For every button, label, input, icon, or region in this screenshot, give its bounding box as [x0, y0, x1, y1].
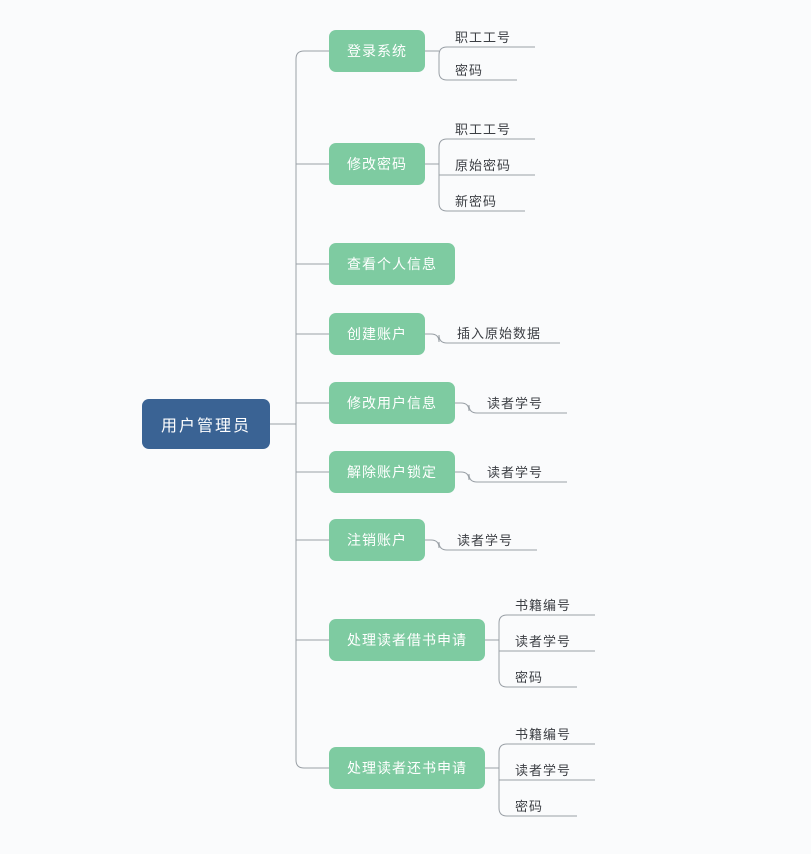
leaf-node[interactable]: 新密码 [455, 195, 498, 210]
branch-node[interactable]: 查看个人信息 [329, 243, 455, 285]
root-node[interactable]: 用户管理员 [142, 399, 270, 449]
leaf-node[interactable]: 插入原始数据 [457, 327, 542, 342]
leaf-connector [438, 138, 535, 148]
branch-node[interactable]: 解除账户锁定 [329, 451, 455, 493]
leaf-node[interactable]: 读者学号 [487, 397, 544, 412]
leaf-node[interactable]: 密码 [515, 671, 544, 686]
leaf-connector [438, 46, 535, 56]
branch-connector [295, 759, 329, 769]
leaf-node[interactable]: 读者学号 [457, 534, 514, 549]
leaf-node[interactable]: 读者学号 [515, 764, 572, 779]
leaf-node[interactable]: 书籍编号 [515, 728, 572, 743]
leaf-node[interactable]: 读者学号 [515, 635, 572, 650]
leaf-connector [498, 743, 595, 753]
leaf-node[interactable]: 书籍编号 [515, 599, 572, 614]
leaf-node[interactable]: 读者学号 [487, 466, 544, 481]
leaf-node[interactable]: 密码 [455, 64, 484, 79]
branch-node[interactable]: 注销账户 [329, 519, 425, 561]
branch-node[interactable]: 处理读者还书申请 [329, 747, 485, 789]
branch-node[interactable]: 创建账户 [329, 313, 425, 355]
leaf-node[interactable]: 密码 [515, 800, 544, 815]
leaf-node[interactable]: 原始密码 [455, 159, 512, 174]
leaf-node[interactable]: 职工工号 [455, 31, 512, 46]
branch-node[interactable]: 修改用户信息 [329, 382, 455, 424]
branch-node[interactable]: 修改密码 [329, 143, 425, 185]
leaf-connector [498, 614, 595, 624]
leaf-node[interactable]: 职工工号 [455, 123, 512, 138]
branch-node[interactable]: 处理读者借书申请 [329, 619, 485, 661]
branch-connector [295, 50, 329, 60]
branch-node[interactable]: 登录系统 [329, 30, 425, 72]
